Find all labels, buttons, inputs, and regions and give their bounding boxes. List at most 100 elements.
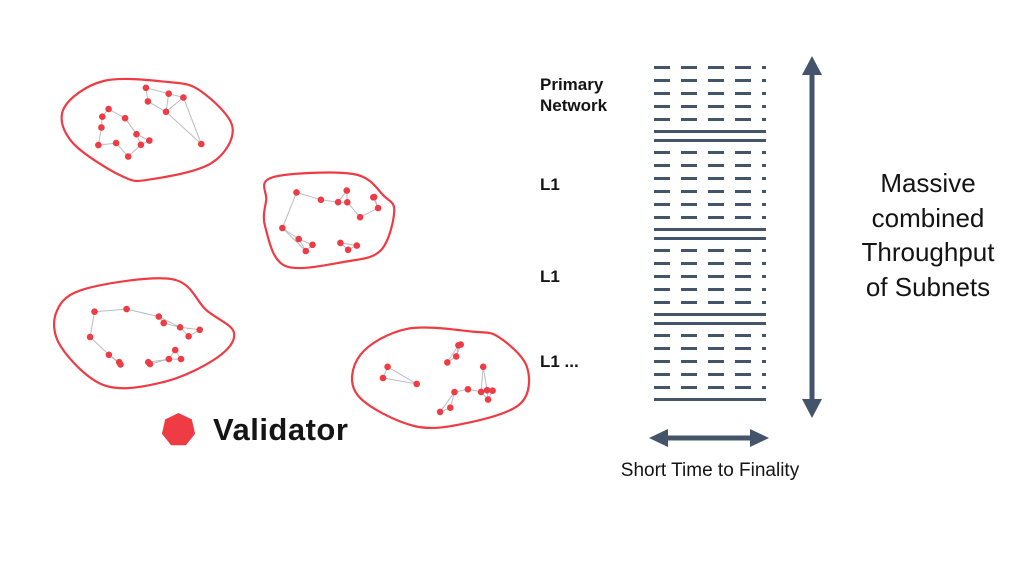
validator-node-dot (344, 199, 351, 206)
validator-node-dot (180, 94, 187, 101)
validator-node-dot (165, 355, 173, 363)
validator-node-dot (196, 326, 203, 334)
validator-set-rows (654, 139, 766, 231)
validator-node-dot (160, 319, 167, 327)
validator-network-blob (350, 326, 531, 429)
validator-dash-row (654, 177, 766, 180)
validator-node-dot (302, 247, 310, 255)
validator-node-dot (146, 360, 154, 368)
validator-dash-row (654, 190, 766, 193)
validator-dash-row (654, 118, 766, 121)
validator-dash-row (654, 262, 766, 265)
validator-dash-row (654, 216, 766, 219)
validator-node-dot (343, 187, 351, 194)
validator-node-dot (123, 305, 130, 313)
validator-node-dot (457, 341, 464, 348)
stack-section-label: L1 (540, 175, 560, 195)
validator-node-dot (95, 141, 102, 149)
validator-node-dot (483, 386, 491, 394)
validator-dash-row (654, 301, 766, 304)
validator-node-dot (198, 140, 205, 148)
validator-dash-row (654, 92, 766, 95)
validator-node-dot (171, 346, 179, 354)
validator-node-dot (452, 353, 460, 360)
validator-node-dot (105, 351, 113, 359)
finality-label: Short Time to Finality (620, 460, 800, 481)
validator-node-dot (121, 114, 129, 122)
validator-network-blob (53, 277, 236, 390)
validator-dash-row (654, 360, 766, 363)
validator-node-dot (165, 90, 172, 97)
validator-dash-row (654, 373, 766, 376)
validator-node-dot (144, 98, 152, 105)
validator-network-blob (262, 171, 396, 270)
validator-node-dot (279, 224, 286, 232)
stack-section-label: L1 ... (540, 351, 579, 371)
validator-node-dot (477, 388, 485, 396)
validator-node-dot (374, 204, 382, 212)
validator-node-dot (185, 333, 192, 340)
validator-node-dot (337, 239, 344, 247)
validator-node-dot (464, 386, 472, 393)
validator-node-dot (162, 108, 170, 116)
throughput-arrow-icon (802, 56, 822, 418)
validator-node-dot (98, 124, 105, 131)
validator-hexagon-icon (161, 413, 196, 446)
validator-node-dot (317, 196, 325, 204)
validator-node-dot (137, 141, 145, 149)
validator-node-dot (451, 388, 458, 396)
stack-section-3: L1 ... (540, 322, 772, 401)
stack-section-2: L1 (540, 237, 772, 316)
validator-node-dot (146, 137, 153, 144)
validator-node-dot (142, 84, 150, 92)
validator-node-dot (309, 241, 316, 249)
validator-node-dot (177, 355, 185, 363)
validator-node-dot (293, 189, 300, 196)
validator-dash-row (654, 275, 766, 278)
validator-node-dot (99, 113, 106, 120)
validator-node-dot (356, 213, 364, 221)
validator-dash-row (654, 66, 766, 69)
stack-section-label: L1 (540, 266, 560, 286)
validator-node-dot (489, 387, 496, 394)
stack-section-label: Primary Network (540, 74, 608, 115)
validator-network-blob (60, 77, 234, 183)
validator-dash-row (654, 288, 766, 291)
validator-node-dot (484, 396, 492, 403)
validator-node-dot (370, 193, 378, 201)
stack-section-0: Primary Network (540, 57, 772, 133)
validator-node-dot (334, 198, 342, 206)
validator-dash-row (654, 249, 766, 252)
validator-dash-row (654, 105, 766, 108)
validator-legend-label: Validator (213, 412, 349, 447)
validator-node-dot (444, 359, 451, 366)
validator-node-dot (155, 313, 163, 320)
validator-dash-row (654, 79, 766, 82)
validator-node-dot (91, 308, 98, 315)
validator-set-rows (654, 57, 766, 133)
validator-set-rows (654, 237, 766, 316)
validator-node-dot (124, 153, 132, 160)
validator-node-dot (413, 380, 420, 388)
validator-node-dot (295, 235, 302, 243)
validator-set-rows (654, 322, 766, 401)
validator-dash-row (654, 334, 766, 337)
validator-node-dot (447, 404, 454, 411)
validator-node-dot (353, 242, 361, 249)
validator-node-dot (344, 246, 352, 254)
validator-dash-row (654, 151, 766, 154)
validator-node-dot (436, 408, 444, 416)
validator-dash-row (654, 386, 766, 389)
validator-dash-row (654, 203, 766, 206)
validator-dash-row (654, 347, 766, 350)
validator-node-dot (379, 374, 387, 382)
validator-node-dot (112, 139, 120, 147)
validator-node-dot (105, 105, 112, 113)
validator-node-dot (479, 363, 487, 371)
validator-node-dot (133, 130, 140, 138)
validator-node-dot (86, 333, 94, 341)
validator-node-dot (384, 363, 391, 371)
